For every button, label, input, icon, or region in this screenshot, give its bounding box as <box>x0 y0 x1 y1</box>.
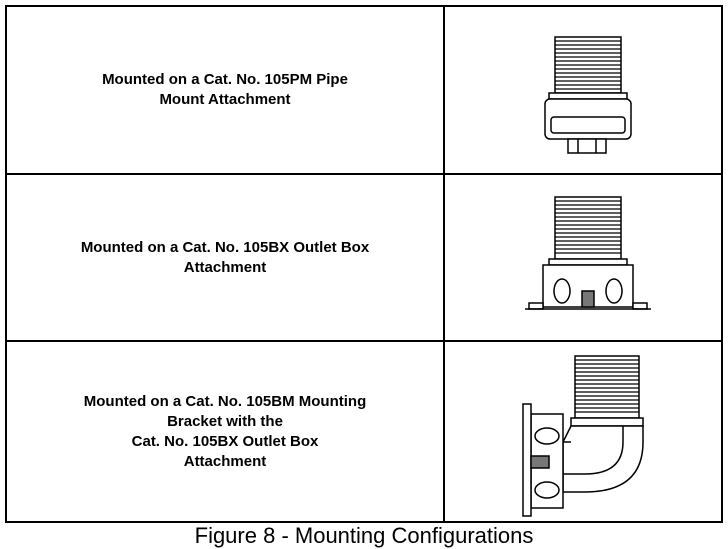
row-label: Mounted on a Cat. No. 105BM Mounting Bra… <box>7 342 443 521</box>
beacon-bracket-mount-icon <box>522 355 644 517</box>
pipe-mount-label: Mounted on a Cat. No. 105PM Pipe Mount A… <box>102 71 348 108</box>
bracket-mount-label: Mounted on a Cat. No. 105BM Mounting Bra… <box>83 392 367 470</box>
figure-caption: Figure 8 - Mounting Configurations <box>194 523 534 548</box>
table-row: Mounted on a Cat. No. 105PM Pipe Mount A… <box>7 7 721 175</box>
pipe-mount-figure <box>445 7 721 173</box>
table-row: Mounted on a Cat. No. 105BX Outlet Box A… <box>7 175 721 342</box>
mounting-configurations-table: Mounted on a Cat. No. 105PM Pipe Mount A… <box>5 5 723 523</box>
beacon-pipe-mount-icon <box>544 36 632 154</box>
bracket-mount-figure <box>445 342 721 521</box>
outlet-box-label: Mounted on a Cat. No. 105BX Outlet Box A… <box>80 238 370 276</box>
row-label: Mounted on a Cat. No. 105BX Outlet Box A… <box>7 175 443 340</box>
row-label: Mounted on a Cat. No. 105PM Pipe Mount A… <box>7 7 443 173</box>
column-divider <box>443 7 445 521</box>
outlet-box-figure <box>445 175 721 340</box>
table-row: Mounted on a Cat. No. 105BM Mounting Bra… <box>7 342 721 521</box>
beacon-outlet-box-icon <box>525 196 651 310</box>
